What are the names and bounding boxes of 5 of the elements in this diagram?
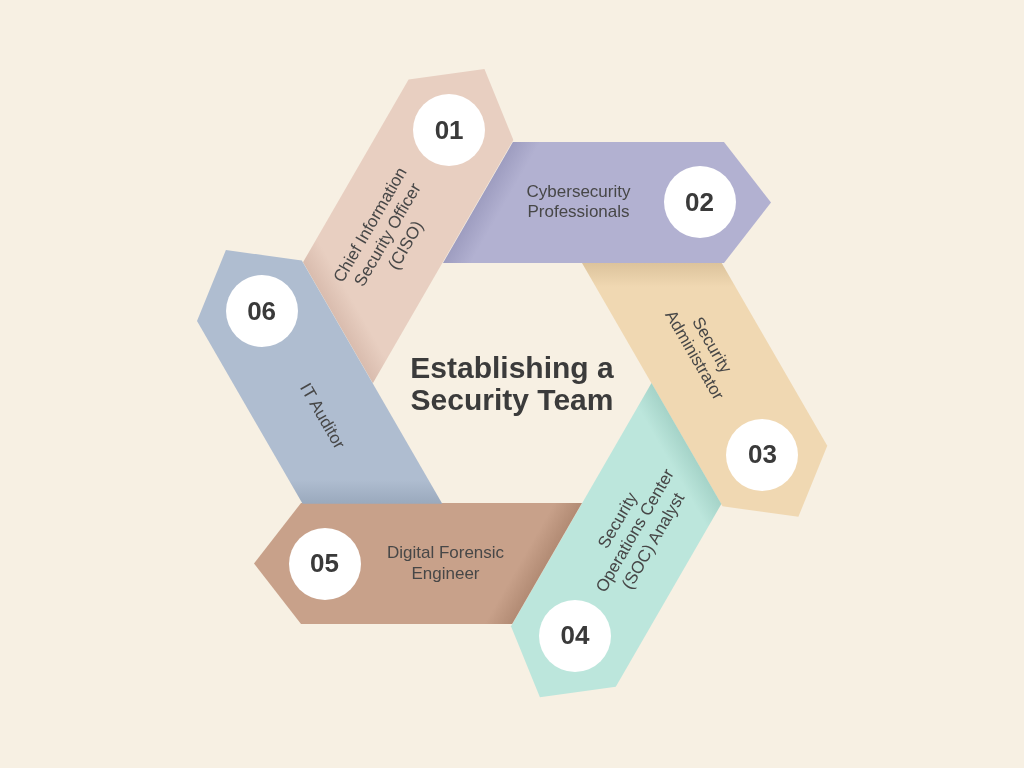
role-label: Cybersecurity Professionals [525, 181, 632, 223]
diagram-title: Establishing a Security Team [409, 352, 615, 416]
arrow-banner [253, 503, 582, 625]
role-label: Digital Forensic Engineer [385, 543, 506, 585]
arrow-banner [442, 141, 771, 263]
